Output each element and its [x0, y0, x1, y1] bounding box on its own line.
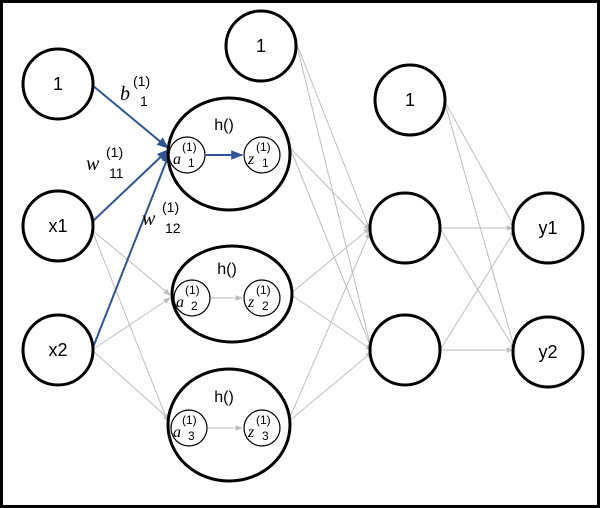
hidden-unit-2-a-sup: (1): [185, 283, 200, 297]
edge-x1-h1: [91, 149, 169, 223]
hidden-unit-1-z-sub: 1: [262, 156, 269, 170]
edges-hidden2-to-output: [439, 99, 516, 353]
hidden-unit-2-z-node: [243, 279, 281, 317]
bias-node-hidden1: [224, 9, 298, 83]
weight-w11-sup: (1): [106, 144, 123, 160]
hidden-unit-1-z-symbol: z: [247, 151, 255, 168]
weight-b-symbol: b: [120, 83, 130, 105]
edge-bias2-y1: [443, 99, 516, 229]
weight-w11-sub: 11: [109, 165, 124, 181]
edge-h2-h2a: [289, 227, 371, 295]
bias-node-input-label: 1: [53, 74, 63, 94]
edges-highlighted: [91, 84, 171, 351]
weight-w12-sup: (1): [162, 199, 179, 215]
hidden-unit-2-z-sup: (1): [256, 283, 271, 297]
hidden-unit-3-outline: [166, 367, 292, 483]
edge-bias-h1: [91, 84, 169, 149]
hidden-unit-2-a-node: [173, 279, 211, 317]
hidden-unit-1-a-node: [168, 136, 206, 174]
bias-node-hidden1-label: 1: [256, 36, 266, 56]
hidden-unit-2-a-sub: 2: [191, 299, 198, 313]
output-layer: y1 y2: [511, 191, 585, 389]
weight-label-b1: b (1) 1: [120, 73, 150, 109]
hidden-unit-3-a-sup: (1): [182, 413, 197, 427]
weight-w11-symbol: w: [86, 153, 100, 175]
weight-w12-sub: 12: [165, 220, 181, 236]
edge-x2-h3: [91, 349, 171, 421]
hidden-unit-3-activation: h(): [214, 389, 234, 406]
hidden-unit-2-z-sub: 2: [262, 299, 269, 313]
hidden-unit-2-a-symbol: a: [176, 294, 184, 311]
input-node-x2-label: x2: [48, 340, 67, 360]
edge-x2-h2: [91, 297, 171, 351]
weight-w12-symbol: w: [142, 208, 156, 230]
edge-x1-h3: [91, 229, 169, 423]
output-node-y2: [511, 315, 585, 389]
input-node-x1-label: x1: [48, 216, 67, 236]
bias-node-input: [21, 47, 95, 121]
edge-h1-h2a: [289, 147, 371, 231]
edges-hidden-to-hidden2: [287, 41, 374, 423]
input-node-x1: [21, 189, 95, 263]
input-node-x2: [21, 313, 95, 387]
hidden-unit-3-z-sup: (1): [256, 413, 271, 427]
hidden-unit-3-a-symbol: a: [173, 424, 181, 441]
edge-h2b-y1: [439, 229, 516, 351]
edge-h1-h2b: [289, 147, 373, 351]
hidden-unit-1-z-sup: (1): [256, 140, 271, 154]
hidden-unit-2-activation: h(): [217, 261, 237, 278]
hidden-unit-2-outline: [170, 244, 294, 344]
edge-bias-h2b: [295, 41, 374, 353]
hidden2-node-2: [368, 313, 442, 387]
hidden-unit-3-z-node: [243, 409, 281, 447]
hidden-unit-3-a-sub: 3: [188, 429, 195, 443]
hidden-unit-2: h() a (1) 2 z (1) 2: [170, 244, 294, 344]
hidden-unit-3-a-node: [170, 409, 208, 447]
hidden-unit-3: h() a (1) 3 z (1) 3: [166, 367, 292, 483]
weight-b-sub: 1: [140, 93, 148, 109]
edge-x1-h2: [91, 229, 171, 296]
hidden-unit-1-a-symbol: a: [173, 151, 181, 168]
edge-bias2-y2: [443, 99, 516, 351]
hidden-unit-1-activation: h(): [214, 117, 234, 134]
hidden-unit-1: h() a (1) 1 z (1) 1: [166, 96, 292, 212]
hidden-unit-1-z-node: [243, 136, 281, 174]
hidden-unit-2-z-symbol: z: [247, 294, 255, 311]
hidden-unit-3-z-sub: 3: [262, 429, 269, 443]
bias-node-hidden2: [373, 63, 447, 137]
hidden2-node-1: [368, 191, 442, 265]
input-layer: 1 x1 x2: [21, 47, 95, 387]
weight-label-w11: w (1) 11: [86, 144, 124, 181]
output-node-y1-label: y1: [538, 218, 557, 238]
edge-h3-h2b: [287, 351, 373, 423]
hidden-unit-3-z-symbol: z: [247, 424, 255, 441]
bias-node-hidden2-label: 1: [405, 90, 415, 110]
edge-h3-h2a: [287, 231, 371, 423]
output-node-y1: [511, 191, 585, 265]
edges-input-to-hidden: [91, 229, 171, 423]
edge-x2-h1: [91, 150, 171, 351]
hidden-unit-1-a-sup: (1): [182, 140, 197, 154]
weight-b-sup: (1): [133, 73, 150, 89]
hidden-layer-2: 1: [368, 63, 447, 387]
edge-bias-h2a: [295, 41, 371, 231]
hidden-unit-1-a-sub: 1: [188, 156, 195, 170]
output-node-y2-label: y2: [538, 342, 557, 362]
edge-h2a-y2: [439, 227, 516, 351]
weight-label-w12: w (1) 12: [142, 199, 181, 236]
